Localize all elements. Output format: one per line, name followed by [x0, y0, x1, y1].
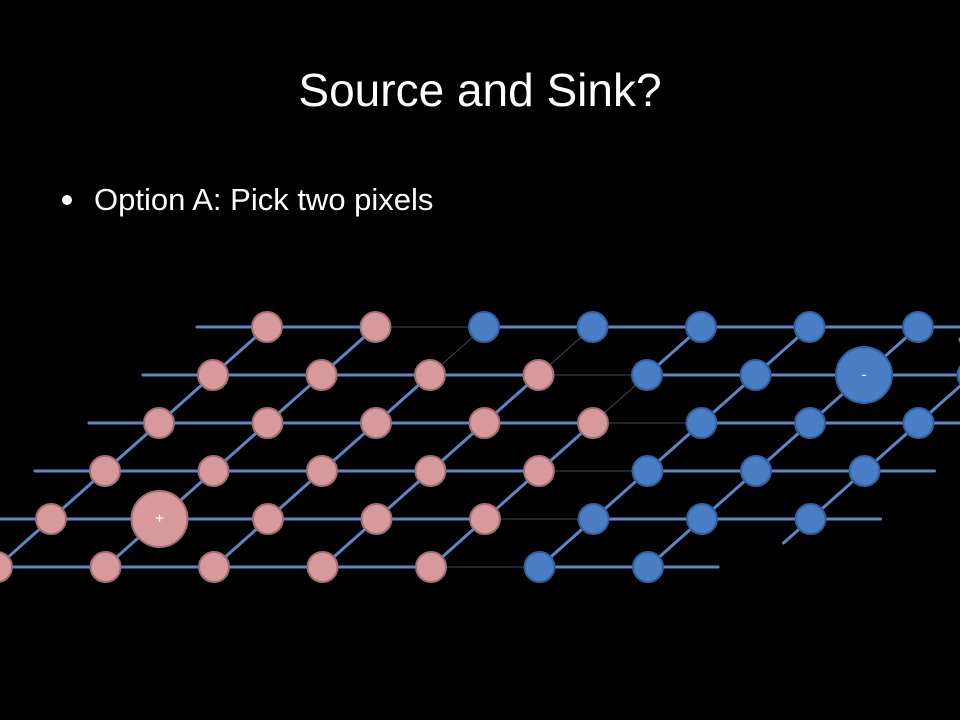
source-pixel-node	[468, 407, 501, 439]
sink-pixel-node	[576, 311, 609, 343]
sink-pixel-node	[577, 503, 610, 535]
source-pixel-node	[414, 359, 446, 391]
sink-pixel-node	[523, 551, 556, 583]
source-pixel-node	[197, 455, 230, 487]
source-pixel-node	[414, 455, 447, 487]
sink-terminal-label: -	[861, 367, 866, 384]
sink-pixel-node	[902, 407, 935, 439]
source-terminal-label: +	[155, 511, 164, 528]
bullet-dot-icon	[62, 195, 72, 205]
sink-pixel-node	[631, 455, 664, 487]
sink-pixel-node	[794, 407, 826, 439]
source-pixel-node	[415, 551, 447, 583]
sink-pixel-node	[793, 311, 826, 343]
source-pixel-node	[306, 551, 339, 583]
sink-pixel-node	[794, 503, 827, 535]
source-pixel-node	[197, 359, 229, 391]
source-pixel-node	[251, 407, 284, 439]
source-pixel-node	[360, 407, 392, 439]
source-pixel-node	[523, 455, 555, 487]
source-pixel-node	[360, 503, 393, 535]
source-terminal-node	[130, 490, 189, 548]
source-pixel-node	[469, 503, 501, 535]
sink-terminal-node	[835, 346, 893, 404]
source-pixel-node	[359, 311, 392, 343]
sink-pixel-node	[848, 455, 881, 487]
graph-edges	[0, 325, 960, 569]
slide-title: Source and Sink?	[298, 64, 662, 116]
source-pixel-node	[251, 311, 283, 343]
source-pixel-node	[305, 359, 338, 391]
source-pixel-node	[577, 407, 609, 439]
sink-pixel-node	[956, 365, 960, 385]
bullet-list: Option A: Pick two pixels	[62, 178, 433, 222]
source-pixel-node	[35, 503, 67, 535]
sink-pixel-node	[686, 503, 718, 535]
bullet-item: Option A: Pick two pixels	[62, 178, 433, 222]
source-pixel-node	[252, 503, 284, 535]
source-pixel-node	[306, 455, 338, 487]
sink-pixel-node	[631, 359, 663, 391]
sink-pixel-node	[902, 311, 934, 343]
bullet-text: Option A: Pick two pixels	[94, 182, 434, 217]
source-pixel-node	[143, 407, 175, 439]
graph-nodes: -+	[0, 311, 960, 583]
source-pixel-node	[0, 551, 13, 583]
sink-pixel-node	[685, 407, 718, 439]
sink-pixel-node	[740, 455, 772, 487]
source-pixel-node	[522, 359, 555, 391]
sink-pixel-node	[468, 311, 500, 343]
sink-pixel-node	[632, 551, 664, 583]
source-pixel-node	[89, 551, 122, 583]
source-pixel-node	[89, 455, 121, 487]
sink-pixel-node	[685, 311, 717, 343]
source-pixel-node	[198, 551, 230, 583]
sink-pixel-node	[739, 359, 772, 391]
